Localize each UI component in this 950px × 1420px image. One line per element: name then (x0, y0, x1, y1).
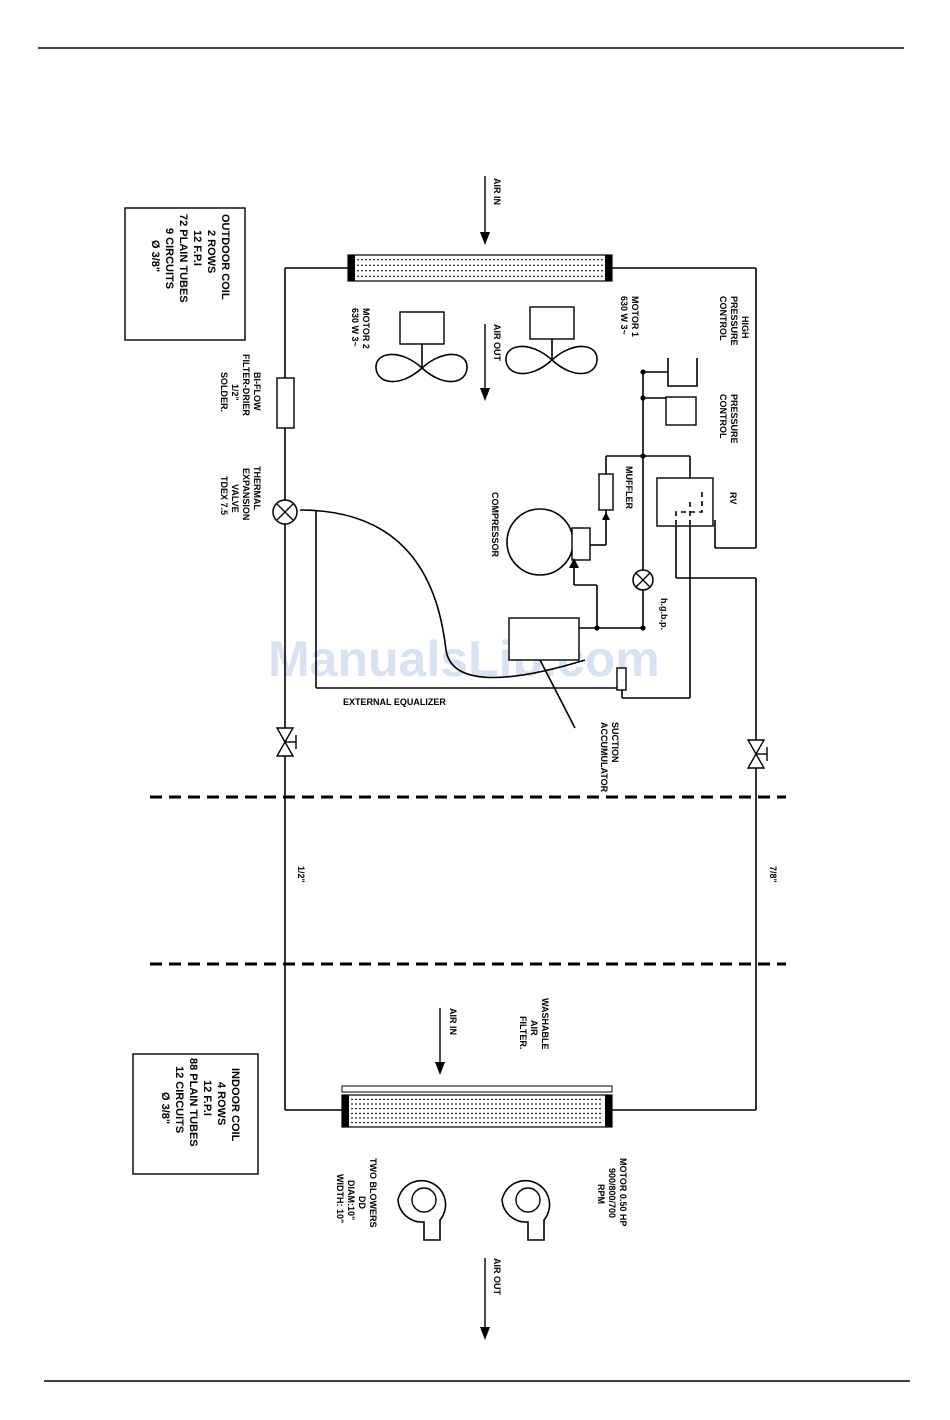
outdoor-coil-line-5: 9 CIRCUITS (163, 228, 175, 289)
external-equalizer-label: EXTERNAL EQUALIZER (343, 697, 446, 707)
outdoor-coil-line-3: 12 F.P.I (191, 230, 203, 266)
washable-filter-label: WASHABLE AIR FILTER. (518, 998, 550, 1050)
txv-label-2: EXPANSION (241, 468, 251, 520)
refrigerant-piping (284, 267, 757, 1111)
blower-2 (397, 1179, 447, 1241)
indoor-coil-line-2: 4 ROWS (215, 1082, 227, 1125)
blower-1 (501, 1179, 551, 1241)
outdoor-coil-box: OUTDOOR COIL 2 ROWS 12 F.P.I 72 PLAIN TU… (124, 207, 246, 341)
reversing-valve: RV (656, 477, 738, 527)
suction-line-size: 7/8" (768, 866, 778, 883)
filter-label-1: WASHABLE (540, 998, 550, 1050)
junction-dot (640, 369, 646, 375)
txv-label-4: TDEX 7.5 (219, 476, 229, 515)
accumulator-label-2: ACCUMULATOR (599, 722, 609, 793)
indoor-coil-box: INDOOR COIL 4 ROWS 12 F.P.I 88 PLAIN TUB… (132, 1053, 259, 1175)
filter-label-2: AIR (529, 1020, 539, 1036)
blower-motor-label-3: RPM (596, 1184, 606, 1204)
air-out-bottom-label: AIR OUT (492, 1258, 502, 1296)
indoor-coil-line-1: INDOOR COIL (229, 1068, 241, 1142)
hgbp-label: h.g.b.p. (659, 598, 669, 630)
drier-label-2: FILTER-DRIER (241, 354, 251, 416)
blowers-label: TWO BLOWERS DD DIAM:10" WIDTH: 10" (335, 1158, 378, 1228)
air-out-bottom-arrow: AIR OUT (480, 1258, 502, 1340)
filter-label-3: FILTER. (518, 1016, 528, 1049)
outdoor-coil-line-2: 2 ROWS (205, 230, 217, 273)
service-valve-right (746, 739, 768, 769)
hp-label-2: PRESSURE (729, 296, 739, 346)
hot-gas-bypass-valve: h.g.b.p. (632, 569, 669, 630)
drier-label-4: SOLDER. (219, 372, 229, 412)
blowers-label-1: TWO BLOWERS (368, 1158, 378, 1228)
fan-motor-1: MOTOR 1 630 W 3~ (505, 296, 640, 375)
outdoor-coil-line-6: Ø 3/8" (149, 240, 161, 272)
lp-label-2: CONTROL (718, 394, 728, 439)
filter-drier: BI-FLOW FILTER-DRIER 1/2" SOLDER. (219, 354, 295, 429)
thermal-expansion-valve: THERMAL EXPANSION VALVE TDEX 7.5 (219, 466, 298, 525)
junction-dot (594, 625, 600, 631)
txv-label-3: VALVE (230, 484, 240, 513)
txv-label-1: THERMAL (252, 466, 262, 510)
equalizer-fitting (616, 667, 627, 691)
lp-label-1: PRESSURE (729, 394, 739, 444)
air-out-mid-label: AIR OUT (492, 324, 502, 362)
hp-label-1: HIGH (740, 316, 750, 339)
junction-dot (640, 395, 646, 401)
air-in-bottom-label: AIR IN (448, 1008, 458, 1035)
watermark: ManualsLib.com (268, 631, 660, 687)
liquid-line-size: 1/2" (296, 866, 306, 883)
motor1-label-1: MOTOR 1 (630, 296, 640, 337)
indoor-coil-line-3: 12 F.P.I (201, 1080, 213, 1116)
drier-label-1: BI-FLOW (252, 372, 262, 411)
outdoor-coil-line-4: 72 PLAIN TUBES (177, 214, 189, 303)
motor2-label-1: MOTOR 2 (361, 308, 371, 349)
blower-motor-label-2: 900/800/700 (607, 1168, 617, 1218)
low-pressure-control: PRESSURE CONTROL (665, 394, 739, 444)
blowers-label-2: DD (357, 1196, 367, 1209)
motor2-label-2: 630 W 3~ (350, 308, 360, 347)
outdoor-coil-line-1: OUTDOOR COIL (219, 214, 231, 300)
compressor-label: COMPRESSOR (490, 492, 500, 558)
indoor-coil-line-6: Ø 3/8" (159, 1092, 171, 1124)
air-out-mid-arrow: AIR OUT (480, 324, 502, 401)
blower-motor-label-1: MOTOR 0.50 HP (618, 1158, 628, 1226)
indoor-coil-line-4: 88 PLAIN TUBES (187, 1058, 199, 1147)
indoor-coil (341, 1085, 613, 1128)
accumulator-label-1: SUCTION (610, 722, 620, 763)
junction-dot (640, 625, 646, 631)
drier-label-3: 1/2" (230, 384, 240, 401)
air-in-bottom-arrow: AIR IN (435, 1008, 458, 1075)
compressor: COMPRESSOR (490, 492, 591, 576)
motor1-label-2: 630 W 3~ (619, 296, 629, 335)
outdoor-coil (347, 254, 613, 282)
hp-label-3: CONTROL (718, 296, 728, 341)
muffler-label: MUFFLER (624, 466, 634, 509)
muffler: MUFFLER (598, 466, 634, 520)
air-in-top-arrow: AIR IN (480, 176, 502, 245)
junction-dot (640, 453, 646, 459)
blower-motor-label: MOTOR 0.50 HP 900/800/700 RPM (596, 1158, 628, 1226)
rv-label: RV (728, 492, 738, 504)
indoor-coil-line-5: 12 CIRCUITS (173, 1066, 185, 1133)
blowers-label-4: WIDTH: 10" (335, 1174, 345, 1223)
high-pressure-control: HIGH PRESSURE CONTROL (667, 296, 750, 387)
suction-accumulator: SUCTION ACCUMULATOR (508, 617, 620, 793)
fan-motor-2: MOTOR 2 630 W 3~ (350, 308, 468, 383)
air-in-top-label: AIR IN (492, 178, 502, 205)
blowers-label-3: DIAM:10" (346, 1180, 356, 1220)
service-valve-left (275, 727, 297, 757)
